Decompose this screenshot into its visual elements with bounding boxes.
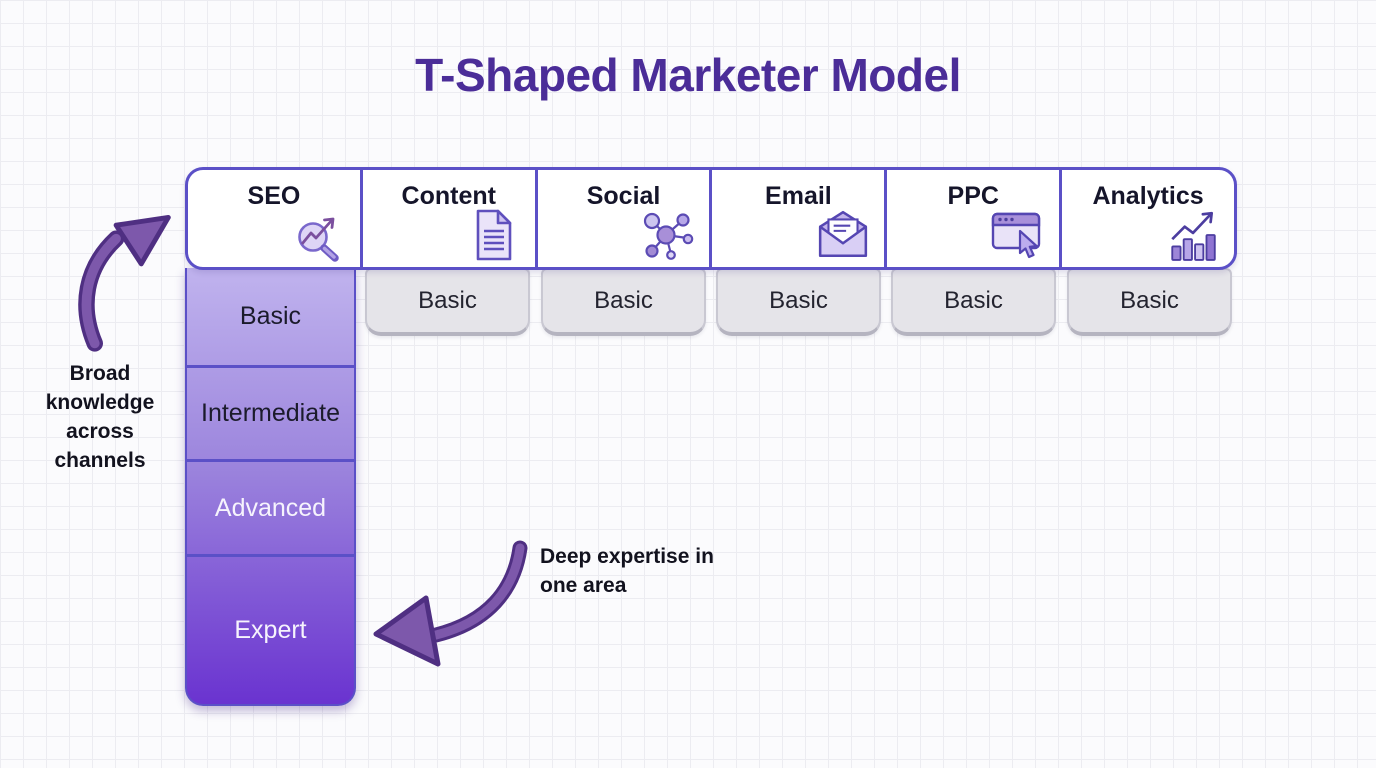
channel-cell-content: Content xyxy=(359,170,535,267)
channel-label: Content xyxy=(401,182,496,210)
basic-level-box-content: Basic xyxy=(365,268,530,336)
depth-level-label: Basic xyxy=(239,302,302,330)
broad-knowledge-arrow xyxy=(78,215,171,352)
channel-cell-seo: SEO xyxy=(188,170,360,267)
channel-label: Social xyxy=(586,182,661,210)
channel-label: PPC xyxy=(947,182,999,210)
channel-label: Analytics xyxy=(1092,182,1204,210)
document-icon xyxy=(476,209,511,261)
basic-level-label: Basic xyxy=(594,287,653,314)
depth-level-expert: Expert xyxy=(187,554,354,704)
basic-level-box-email: Basic xyxy=(716,268,881,336)
basic-level-label: Basic xyxy=(769,287,828,314)
browser-cursor-icon xyxy=(991,212,1041,259)
basic-level-box-ppc: Basic xyxy=(891,268,1056,336)
basic-level-label: Basic xyxy=(1120,287,1179,314)
basic-level-box-analytics: Basic xyxy=(1067,268,1232,336)
deep-expertise-arrow xyxy=(373,540,528,667)
depth-level-basic: Basic xyxy=(187,268,354,365)
basic-level-label: Basic xyxy=(944,287,1003,314)
depth-level-advanced: Advanced xyxy=(187,459,354,554)
channels-header-row: SEO Content Social xyxy=(185,167,1237,270)
page-title: T-Shaped Marketer Model xyxy=(415,49,961,101)
channel-label: SEO xyxy=(247,182,301,210)
channel-cell-analytics: Analytics xyxy=(1059,170,1234,267)
seo-depth-column: Basic Intermediate Advanced Expert xyxy=(185,268,356,706)
depth-level-label: Expert xyxy=(234,616,307,644)
channel-cell-email: Email xyxy=(709,170,884,267)
channel-cell-social: Social xyxy=(534,170,710,267)
search-trend-icon xyxy=(298,217,339,262)
deep-expertise-label: Deep expertise in one area xyxy=(540,545,714,597)
depth-level-label: Advanced xyxy=(214,493,327,522)
basic-level-box-social: Basic xyxy=(541,268,706,336)
depth-level-label: Intermediate xyxy=(201,399,340,427)
bar-chart-icon xyxy=(1171,211,1216,261)
channel-label: Email xyxy=(765,182,832,210)
channel-cell-ppc: PPC xyxy=(884,170,1059,267)
envelope-icon xyxy=(819,210,868,257)
broad-knowledge-label: Broad knowledge across channels xyxy=(45,362,155,472)
basic-level-label: Basic xyxy=(418,287,477,314)
network-icon xyxy=(644,212,694,260)
depth-level-intermediate: Intermediate xyxy=(187,365,354,459)
